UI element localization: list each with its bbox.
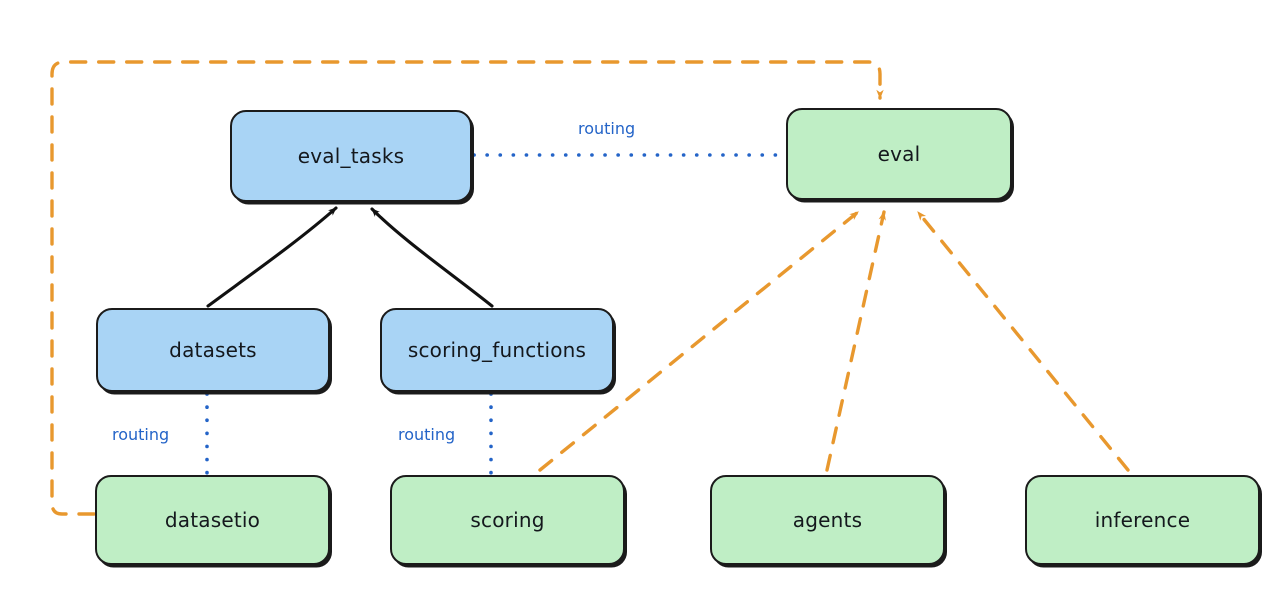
edge-datasets-to-eval-tasks	[206, 206, 338, 308]
node-label-scoring_functions: scoring_functions	[407, 338, 587, 362]
node-eval_tasks[interactable]: eval_tasks	[230, 110, 472, 202]
node-agents[interactable]: agents	[710, 475, 945, 565]
node-datasetio[interactable]: datasetio	[95, 475, 330, 565]
node-label-eval: eval	[877, 142, 921, 166]
node-label-scoring: scoring	[470, 508, 545, 532]
edge-label-routing-eval_tasks-eval: routing	[578, 119, 636, 138]
edge-label-routing-scoring_functions-scoring: routing	[398, 425, 456, 444]
edge-scoring-to-eval-dependency	[538, 210, 860, 472]
node-inference[interactable]: inference	[1025, 475, 1260, 565]
node-scoring_functions[interactable]: scoring_functions	[380, 308, 614, 392]
edge-label-routing-datasets-datasetio: routing	[112, 425, 170, 444]
edge-inference-to-eval-dependency	[916, 210, 1130, 472]
node-scoring[interactable]: scoring	[390, 475, 625, 565]
node-label-agents: agents	[792, 508, 863, 532]
node-label-datasetio: datasetio	[164, 508, 261, 532]
node-label-inference: inference	[1094, 508, 1191, 532]
node-label-eval_tasks: eval_tasks	[297, 144, 405, 168]
node-datasets[interactable]: datasets	[96, 308, 330, 392]
edge-scoring-functions-to-eval-tasks	[370, 207, 494, 308]
edge-datasetio-to-eval-dependency	[50, 60, 884, 516]
node-label-datasets: datasets	[169, 338, 257, 362]
edge-agents-to-eval-dependency	[825, 210, 886, 472]
node-eval[interactable]: eval	[786, 108, 1012, 200]
